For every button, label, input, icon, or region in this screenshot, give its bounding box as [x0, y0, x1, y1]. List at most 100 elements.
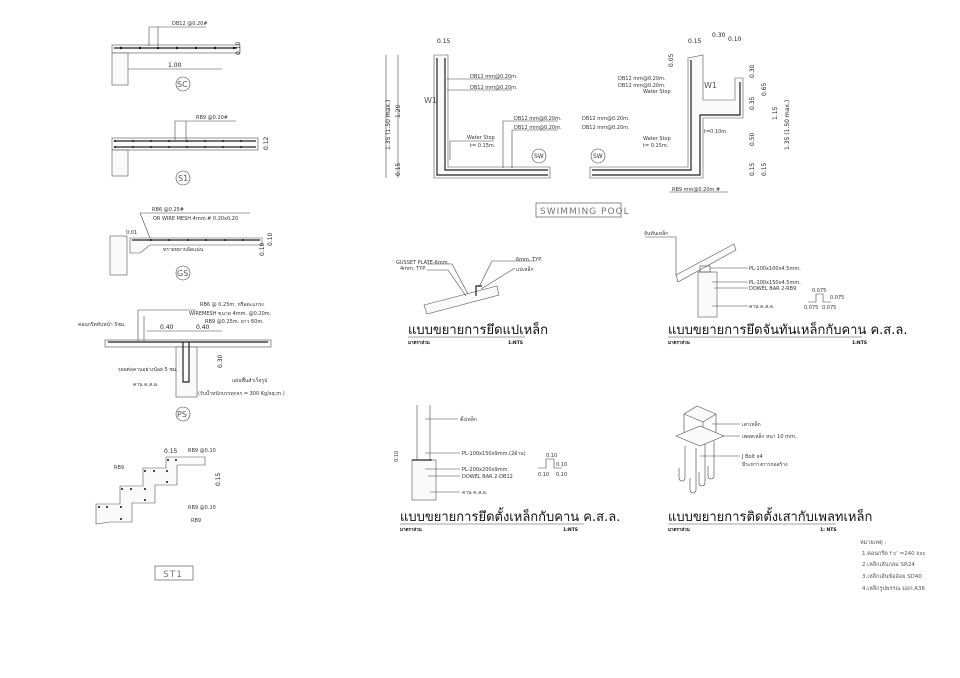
label: มีระหว่างการก่อสร้าง — [742, 461, 788, 468]
waterstop-thickness: t= 0.15m. — [643, 143, 669, 149]
mesh-label: WIREMESH ขนาด 4mm. @0.20m. — [189, 311, 272, 317]
rebar-label: DB12 mm@0.20m. — [470, 85, 518, 91]
rebar-label: RB9 @0.10 — [188, 448, 216, 454]
scale-value: 1:NTS — [563, 527, 578, 533]
width-dim: 0.30 — [712, 32, 726, 39]
dim: 0.10 — [538, 472, 549, 478]
scale-value: 1:NTS — [852, 340, 867, 346]
label: แปเหล็ก — [516, 265, 534, 273]
height-dim: 0.05 — [668, 53, 675, 67]
notes-heading: หมายเหตุ : — [860, 540, 886, 546]
section-tag: PS — [177, 410, 187, 419]
detail-s1: RB9 @0.20# 0.12 S1 — [111, 115, 270, 186]
section-tag: ST1 — [163, 570, 183, 580]
rebar-label: RB6 @ 0.25m. หรือตะแกรง — [200, 301, 264, 308]
rebar-label: DB12 mm@0.20m. — [470, 74, 518, 80]
label: PL-200x200x9mm. — [462, 467, 509, 473]
thickness-dim: 0.15 — [215, 472, 222, 486]
detail-sc: DB12 @0.20# 1.00 0.10 SC — [111, 21, 242, 92]
label: 4mm. TYP. — [400, 266, 426, 272]
thickness-dim: 0.12 — [263, 136, 270, 150]
detail-purlin: GUSSET PLATE-6mm. 4mm. TYP. 6mm. TYP. แป… — [396, 257, 548, 346]
section-tag: SW — [593, 153, 603, 160]
thickness-label: t=0.10m. — [704, 129, 728, 135]
rebar-label: RB9 @0.20# — [196, 115, 228, 121]
scale-value: 1:NTS — [508, 340, 523, 346]
height-dim: 1.20 — [395, 104, 402, 118]
fill-label: ทรายหยาบอัดแน่น — [163, 247, 204, 253]
rebar-label: DB12 mm@0.20m. — [582, 125, 630, 131]
rebar-label: DB12 mm@0.20m. — [582, 116, 630, 122]
waterstop-label: Water Stop — [643, 89, 671, 95]
detail-steel-post: ตั้งเหล็ก PL-100x150x9mm.(2ด้าน) PL-200x… — [394, 405, 620, 533]
label: เพลทเหล็ก หนา 10 mm. — [742, 432, 797, 440]
label: เสาเหล็ก — [742, 420, 761, 428]
beam-label: คาน ค.ส.ล. — [133, 382, 159, 388]
label: J Bolt x4 — [741, 454, 763, 460]
rebar-label: DB12 mm@0.20m. — [514, 125, 562, 131]
dim: 0.10 — [546, 453, 557, 459]
scale-value: 1: NTS — [820, 527, 837, 533]
dim: 0.075 — [804, 305, 818, 311]
pool-title: SWIMMING POOL — [540, 207, 630, 217]
mesh-label: OR WIRE MESH 4mm.# 0.20x0.20 — [153, 216, 238, 222]
label: คาน ค.ส.ล. — [462, 490, 488, 496]
section-tag: SW — [534, 153, 544, 160]
topping-label: คอนกรีตทับหน้า 5ซม. — [78, 321, 126, 328]
label: 6mm. TYP. — [516, 257, 542, 263]
label: จันทันเหล็ก — [644, 229, 668, 237]
width-dim: 0.15 — [164, 448, 178, 455]
detail-swimming-pool: 0.15 1.35 (1.50 max.) 1.20 0.15 W1 DB12 … — [385, 32, 791, 218]
note-item: 3.เหล็กเส้นข้ออ้อย SD40 — [862, 572, 922, 580]
height-dim: 0.65 — [761, 82, 768, 96]
scale-label: มาตราส่วน — [668, 527, 691, 533]
width-dim: 0.15 — [688, 38, 702, 45]
rebar-label: RB9 @0.25m. ยาว 60m. — [205, 319, 264, 325]
support — [111, 52, 129, 86]
note-item: 1.คอนกรีต f c' =240 ksc — [862, 550, 926, 557]
gap-dim: 0.01 — [126, 230, 137, 236]
height-dim: 0.30 — [749, 64, 756, 78]
label: GUSSET PLATE-6mm. — [396, 260, 450, 266]
detail-rafter: จันทันเหล็ก PL-100x100x4.5mm. PL-100x150… — [644, 229, 907, 346]
label: ตั้งเหล็ก — [460, 414, 477, 423]
rebar-label: RB6 @0.25# — [152, 207, 184, 213]
height-dim: 1.35 (1.50 max.) — [385, 100, 392, 150]
note-item: 2.เหล็กเส้นกลม SR24 — [862, 560, 915, 568]
width-dim: 0.40 — [160, 324, 174, 331]
height-dim: 0.15 — [395, 162, 402, 176]
dim: 0.075 — [830, 295, 844, 301]
detail-gs: RB6 @0.25# OR WIRE MESH 4mm.# 0.20x0.20 … — [109, 207, 274, 281]
detail-title: แบบขยายการยึดจันทันเหล็กกับคาน ค.ส.ล. — [668, 320, 907, 338]
load-label: (รับน้ำหนักบรรทุกจร = 300 Kg/sq.m.) — [198, 388, 285, 397]
label: PL-100x100x4.5mm. — [749, 266, 801, 272]
slab — [111, 44, 241, 54]
waterstop-label: Water Stop — [467, 135, 495, 141]
rebar-label: RB9 — [114, 465, 124, 471]
detail-st1: 0.15 RB9 @0.10 RB9 0.15 RB9 @0.10 RB9 ST… — [95, 448, 222, 581]
rebar-label: DB12 @0.20# — [172, 21, 208, 27]
rebar-label: DB12 mm@0.20m. — [618, 83, 666, 89]
section-tag: SC — [177, 80, 188, 89]
height-dim: 1.15 — [772, 106, 779, 120]
detail-title: แบบขยายการติดตั้งเสากับเพลทเหล็ก — [668, 507, 872, 525]
general-notes: หมายเหตุ : 1.คอนกรีต f c' =240 ksc 2.เหล… — [860, 540, 926, 592]
width-dim: 0.15 — [437, 38, 451, 45]
thickness-dim: 0.10 — [235, 41, 242, 55]
rebar-label: RB9 — [191, 518, 201, 524]
precast-label: แผ่นพื้นสำเร็จรูป — [232, 375, 267, 384]
detail-ps: RB6 @ 0.25m. หรือตะแกรง WIREMESH ขนาด 4m… — [78, 301, 285, 422]
height-dim: 0.15 — [749, 162, 756, 176]
waterstop-thickness: t= 0.15m. — [470, 143, 496, 149]
width-dim: 0.40 — [196, 324, 210, 331]
joint-label: รอยต่อคานอย่างน้อย 5 ซม. — [118, 366, 178, 373]
detail-column-baseplate: เสาเหล็ก เพลทเหล็ก หนา 10 mm. J Bolt x4 … — [668, 405, 872, 533]
label: PL-100x150x9mm.(2ด้าน) — [462, 450, 526, 457]
label: คาน ค.ส.ล. — [749, 304, 775, 310]
rebar-label: DB12 mm@0.20m. — [514, 116, 562, 122]
wall-tag: W1 — [704, 81, 717, 90]
rebar-label: RB9 @0.10 — [188, 505, 216, 511]
label: DOWEL BAR 2-DB12 — [462, 474, 513, 480]
height-dim: 0.50 — [749, 132, 756, 146]
